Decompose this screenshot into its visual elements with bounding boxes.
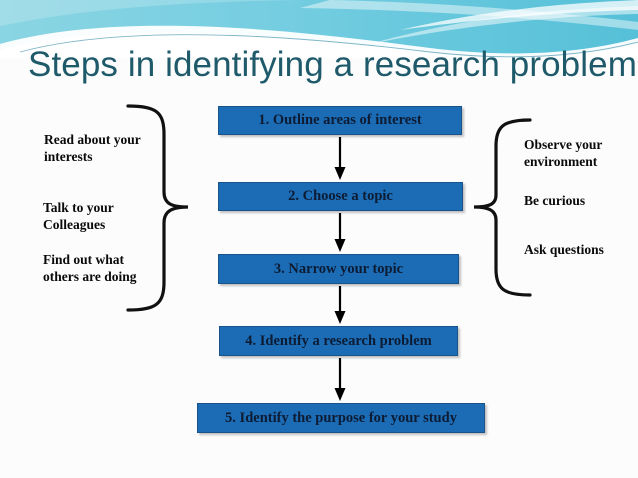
curly-brace-right-icon xyxy=(126,104,189,312)
arrow-down-icon xyxy=(334,213,346,252)
arrow-down-icon xyxy=(334,137,346,180)
right-note-item: Be curious xyxy=(524,193,586,208)
flow-step-box[interactable]: 4. Identify a research problem xyxy=(219,326,458,356)
left-note-item: Talk to your Colleagues xyxy=(43,200,114,232)
curly-brace-left-icon xyxy=(473,118,532,297)
right-note-item: Ask questions xyxy=(524,242,604,257)
flow-step-box[interactable]: 5. Identify the purpose for your study xyxy=(197,403,485,433)
flow-step-box[interactable]: 3. Narrow your topic xyxy=(218,254,459,284)
flow-step-box[interactable]: 2. Choose a topic xyxy=(218,182,463,211)
left-note-item: Read about your interests xyxy=(44,132,141,164)
left-note-item: Find out what others are doing xyxy=(43,252,137,284)
arrow-down-icon xyxy=(334,358,346,401)
flow-step-box[interactable]: 1. Outline areas of interest xyxy=(218,106,462,135)
page-title: Steps in identifying a research problem xyxy=(28,45,637,84)
arrow-down-icon xyxy=(334,286,346,324)
right-note-item: Observe your environment xyxy=(524,137,603,169)
header-wave-decoration xyxy=(0,0,638,58)
